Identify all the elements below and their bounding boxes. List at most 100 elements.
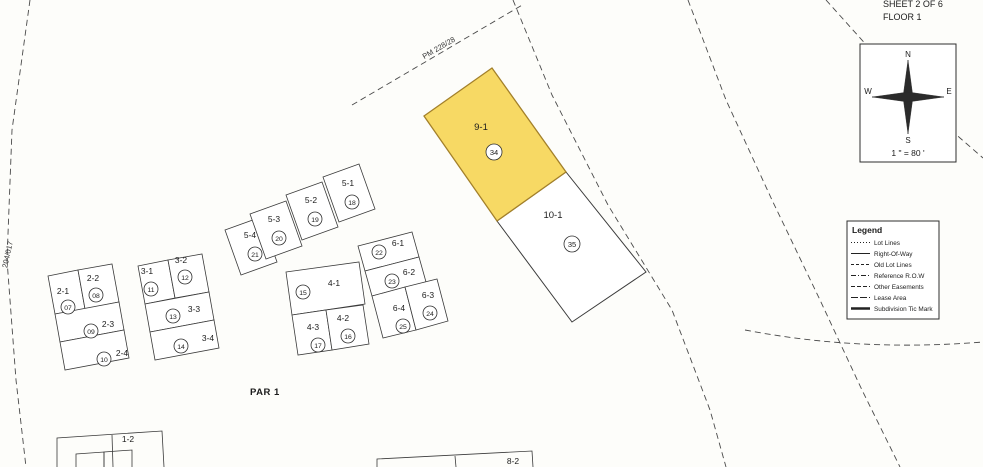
compass-rose-icon (871, 91, 945, 103)
lot-4-1-badge (295, 284, 311, 300)
lot-6-4-label: 6-4 (393, 303, 406, 313)
legend-item-label: Other Easements (874, 284, 924, 291)
lot-5-1-label: 5-1 (342, 178, 355, 188)
lot-labels: 2-1 07 2-2 08 2-3 09 2-4 10 3-1 11 3-2 1… (57, 122, 581, 466)
lot-5-3-label: 5-3 (268, 214, 281, 224)
lot-2-3-number: 09 (87, 329, 95, 336)
road-west-edge-line (512, 0, 727, 467)
lot-5-2-number: 19 (311, 217, 319, 224)
lot-4-2-label: 4-2 (337, 313, 350, 323)
lot-5-4-label: 5-4 (244, 230, 257, 240)
lot-5-1-shape[interactable] (322, 163, 376, 223)
lot-4-2-badge (340, 328, 356, 344)
lot-4-3-badge (310, 337, 326, 353)
lot-3-1-badge (143, 281, 159, 297)
lot-3-1-number: 11 (147, 287, 154, 294)
west-boundary-line (6, 0, 31, 467)
east-branch-road-line (744, 329, 983, 346)
parcel-10-1-label: 10-1 (543, 210, 562, 221)
legend-box: Legend Lot Lines Right-Of-Way Old Lot Li… (846, 220, 940, 320)
lot-5-2-label: 5-2 (305, 195, 318, 205)
lot-6-1-number: 22 (375, 250, 383, 257)
boundary-lines (6, 0, 983, 467)
par-1-label: PAR 1 (250, 387, 280, 398)
lot-6-4-number: 25 (399, 324, 407, 331)
pm-reference-line (351, 3, 525, 106)
lot-1-2-label: 1-2 (122, 434, 135, 444)
lot-2-1-badge (60, 299, 76, 315)
lot-5-4-badge (247, 246, 263, 262)
compass-south-label: S (905, 136, 910, 145)
legend-item-old-lot-lines: Old Lot Lines (851, 262, 912, 269)
parcel-10-1-badge (563, 235, 581, 253)
sheet-number-label: SHEET 2 OF 6 (883, 0, 943, 9)
lot-6-2-badge (384, 273, 400, 289)
legend-panel (846, 220, 940, 320)
lot-4-2-number: 16 (344, 334, 352, 341)
map-scale-label: 1 " = 80 ' (891, 148, 925, 158)
lot-2-4-shape[interactable] (59, 329, 130, 371)
lot-3-4-label: 3-4 (202, 333, 215, 343)
lot-2-4-label: 2-4 (116, 348, 129, 358)
lot-3-4-badge (173, 338, 189, 354)
bottom-lot-shapes (56, 430, 534, 467)
lot-2-1-label: 2-1 (57, 286, 70, 296)
legend-item-other-easements: Other Easements (851, 284, 924, 291)
lot-5-3-badge (271, 230, 287, 246)
lot-3-2-number: 12 (181, 275, 189, 282)
parcel-9-1-label: 9-1 (474, 122, 488, 133)
compass-east-label: E (946, 87, 951, 96)
lot-4-2-shape[interactable] (325, 304, 370, 351)
pm-reference-label: PM 228/28 (421, 35, 457, 61)
lot-2-2-badge (88, 287, 104, 303)
lot-4-1-shape[interactable] (285, 261, 366, 316)
legend-item-label: Lease Area (874, 295, 907, 302)
lot-3-1-label: 3-1 (141, 266, 154, 276)
lot-6-1-label: 6-1 (392, 238, 405, 248)
lot-6-3-shape[interactable] (404, 278, 449, 331)
lot-4-1-number: 15 (299, 290, 307, 297)
lot-3-4-number: 14 (177, 344, 185, 351)
lot-8-2-label: 8-2 (507, 456, 520, 466)
lot-6-1-badge (371, 244, 387, 260)
legend-item-right-of-way: Right-Of-Way (851, 251, 913, 258)
lot-3-3-number: 13 (169, 314, 177, 321)
sheet-header: SHEET 2 OF 6 FLOOR 1 (883, 0, 943, 22)
legend-item-reference-row: Reference R.O.W (851, 273, 925, 280)
lot-2-2-shape[interactable] (77, 263, 120, 310)
lot-6-3-badge (422, 305, 438, 321)
legend-title: Legend (852, 225, 882, 235)
legend-item-label: Right-Of-Way (874, 251, 913, 258)
lot-2-2-number: 08 (92, 293, 100, 300)
lot-8-outline[interactable] (376, 450, 534, 467)
lot-2-4-number: 10 (100, 357, 108, 364)
northeast-boundary-line (825, 0, 983, 159)
lot-2-3-label: 2-3 (102, 319, 115, 329)
lot-1-inner-box-a (75, 451, 105, 467)
compass-west-label: W (864, 87, 872, 96)
lot-5-3-shape[interactable] (249, 200, 303, 260)
lot-2-2-label: 2-2 (87, 273, 100, 283)
parcel-9-1-badge (485, 143, 503, 161)
lot-5-1-badge (344, 194, 360, 210)
legend-item-subdivision-tic-mark: Subdivision Tic Mark (851, 306, 933, 313)
compass-box: N S W E 1 " = 80 ' (859, 43, 957, 163)
lot-3-3-label: 3-3 (188, 304, 201, 314)
legend-item-label: Lot Lines (874, 240, 900, 247)
lot-5-2-shape[interactable] (285, 181, 339, 241)
lot-5-2-badge (307, 211, 323, 227)
lot-3-2-badge (177, 269, 193, 285)
lot-3-2-label: 3-2 (175, 255, 188, 265)
lot-6-4-badge (395, 318, 411, 334)
lot-1-inner-box-b (103, 449, 133, 467)
floor-label: FLOOR 1 (883, 12, 922, 22)
lot-2-1-number: 07 (64, 305, 72, 312)
lot-6-2-number: 23 (388, 279, 396, 286)
lot-1-outline[interactable] (56, 430, 165, 467)
lot-8-divider (454, 455, 457, 467)
lot-shapes (47, 163, 449, 371)
compass-north-label: N (905, 50, 911, 59)
lot-4-3-label: 4-3 (307, 322, 320, 332)
